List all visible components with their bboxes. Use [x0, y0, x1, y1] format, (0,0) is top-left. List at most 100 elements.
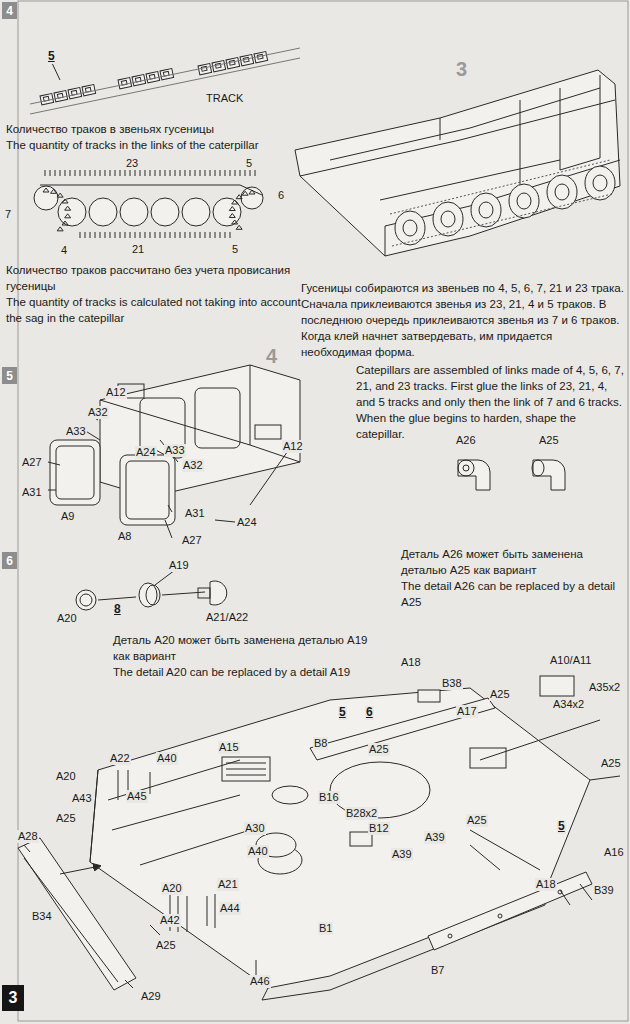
part-label: A44 — [219, 902, 241, 915]
part-label: A12 — [105, 386, 127, 399]
step-number-box: 3 — [2, 985, 24, 1011]
instruction-text: Количество траков рассчитано без учета п… — [5, 262, 302, 294]
part-label: A39 — [424, 831, 446, 844]
part-label: A45 — [126, 790, 148, 803]
instruction-text: Количество траков в звеньях гусеницы — [5, 121, 337, 137]
part-label: A40 — [247, 845, 269, 858]
part-label: A25 — [155, 939, 177, 952]
part-label: A40 — [156, 752, 178, 765]
part-label: A22 — [109, 752, 131, 765]
step-number: 3 — [9, 989, 18, 1007]
part-label: 5 — [245, 157, 253, 170]
part-label: A10/A11 — [549, 654, 592, 667]
instruction-text: The detail A26 can be replaced by a deta… — [400, 578, 626, 610]
plate-b7 — [428, 872, 592, 950]
part-label: B16 — [318, 791, 340, 804]
part-label: A25 — [368, 743, 390, 756]
part-label: A27 — [21, 456, 43, 469]
part-label: A33 — [164, 444, 186, 457]
instruction-text: Деталь A20 может быть заменена деталью A… — [112, 632, 376, 664]
part-label: A21/A22 — [205, 611, 249, 624]
part-label: A20 — [56, 612, 78, 625]
part-label: TRACK — [205, 92, 244, 105]
track-diagram — [34, 170, 263, 238]
callout-number: 5 — [557, 820, 566, 834]
instruction-text: The quantity of tracks is calculated not… — [5, 294, 302, 326]
callout-number: 5 — [338, 706, 347, 720]
part-label: A32 — [182, 459, 204, 472]
part-label: B28x2 — [345, 807, 378, 820]
callout-number: 6 — [365, 706, 374, 720]
instruction-text: The quantity of tracks in the links of t… — [5, 137, 337, 153]
part-label: A25 — [538, 434, 560, 447]
part-label: 4 — [60, 244, 68, 257]
instruction-text: Гусеницы собираются из звеньев по 4, 5, … — [300, 280, 626, 360]
part-label: 5 — [231, 243, 239, 256]
part-label: A20 — [55, 770, 77, 783]
part-label: 7 — [4, 208, 12, 221]
part-label: A21 — [217, 878, 239, 891]
part-label: B34 — [31, 910, 53, 923]
part-label: A16 — [603, 846, 625, 859]
elbow-parts — [458, 460, 565, 490]
part-label: A15 — [218, 741, 240, 754]
part-label: A39 — [391, 848, 413, 861]
part-label: B38 — [441, 677, 463, 690]
part-label: 6 — [277, 189, 285, 202]
page-frame — [18, 1, 628, 1021]
part-label: A18 — [400, 656, 422, 669]
part-label: A31 — [184, 507, 206, 520]
part-label: A12 — [282, 440, 304, 453]
step-reference: 4 — [265, 345, 278, 368]
part-label: A19 — [168, 559, 190, 572]
part-label: A34x2 — [552, 698, 585, 711]
step-number-box: 4 — [2, 2, 17, 19]
part-label: A31 — [21, 486, 43, 499]
part-label: A46 — [249, 975, 271, 988]
step-number-box: 5 — [2, 367, 17, 384]
step-number: 5 — [6, 369, 13, 383]
part-label: A24 — [135, 446, 157, 459]
part-label: A24 — [236, 516, 258, 529]
part-label: A28 — [17, 830, 39, 843]
part-label: A17 — [456, 705, 478, 718]
part-label: A20 — [161, 882, 183, 895]
step-reference: 3 — [455, 58, 468, 81]
part-label: A33 — [65, 425, 87, 438]
hull-tray — [295, 70, 620, 256]
leader-line — [52, 63, 60, 80]
part-label: B7 — [430, 964, 445, 977]
instruction-text: Catepillars are assembled of links made … — [355, 362, 625, 442]
part-label: A25 — [466, 814, 488, 827]
hatch-panel — [48, 365, 300, 538]
part-label: A25 — [600, 757, 622, 770]
instruction-text: The detail A20 can be replaced by a deta… — [112, 664, 376, 680]
callout-number: 5 — [47, 50, 56, 64]
part-label: B8 — [313, 737, 328, 750]
track-links — [30, 48, 300, 114]
instruction-text: Деталь A26 может быть заменена деталью A… — [400, 546, 626, 578]
part-label: B1 — [318, 922, 333, 935]
step-number-box: 6 — [2, 552, 17, 569]
part-label: 21 — [131, 243, 145, 256]
part-label: B12 — [368, 822, 390, 835]
part-label: A25 — [55, 812, 77, 825]
part-label: A26 — [455, 434, 477, 447]
callout-number: 8 — [113, 603, 122, 617]
part-label: A9 — [60, 510, 75, 523]
part-label: A32 — [87, 406, 109, 419]
part-label: A35x2 — [588, 681, 621, 694]
part-label: A29 — [140, 990, 162, 1003]
part-label: A27 — [181, 534, 203, 547]
part-label: 23 — [125, 157, 139, 170]
part-label: A42 — [159, 914, 181, 927]
part-label: A30 — [244, 822, 266, 835]
part-label: A18 — [535, 878, 557, 891]
hull-top — [90, 676, 620, 1000]
step-number: 6 — [6, 554, 13, 568]
part-label: B39 — [593, 884, 615, 897]
part-label: A8 — [117, 530, 132, 543]
step-number: 4 — [6, 4, 13, 18]
part-label: A43 — [71, 792, 93, 805]
